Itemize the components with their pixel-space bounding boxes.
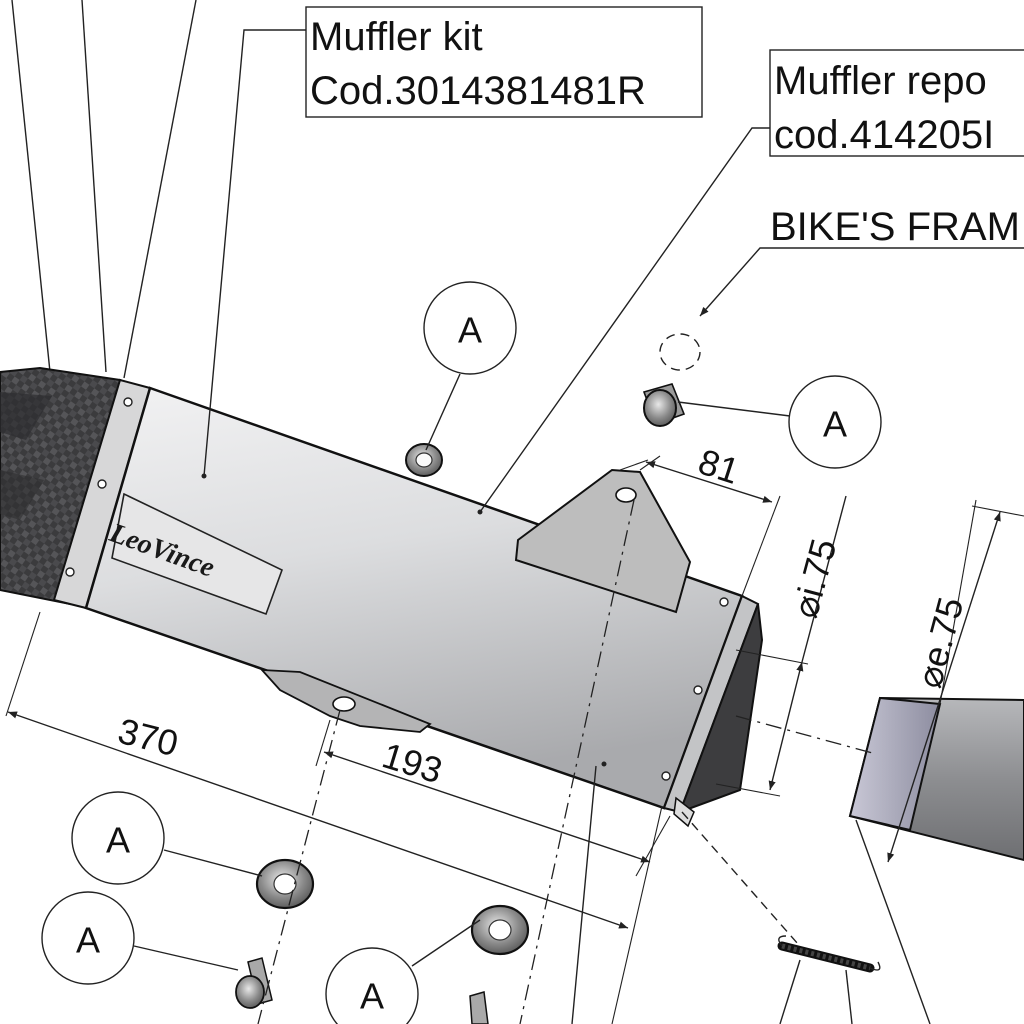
callout-bikes-frame: BIKE'S FRAM <box>699 205 1024 317</box>
dim-193-label: 193 <box>378 734 447 791</box>
bubble-label: A <box>360 976 384 1017</box>
callout-muffler-kit: Muffler kit Cod.3014381481R <box>201 6 703 479</box>
muffler-kit-code: Cod.3014381481R <box>310 69 646 113</box>
muffler-replacement-code: cod.414205I <box>774 113 994 157</box>
leader-lines-bottom <box>571 761 931 1024</box>
spring-hook <box>673 796 695 828</box>
nut-lower-left <box>255 858 315 910</box>
bikes-frame-label: BIKE'S FRAM <box>770 205 1020 249</box>
nut-lower-center <box>470 904 530 956</box>
nut-top-center <box>405 443 443 477</box>
muffler-replacement-title: Muffler repo <box>774 59 987 103</box>
dim-outer-diameter-label: ⌀e.75 <box>908 593 971 692</box>
detail-bubble-left-upper: A <box>71 791 263 885</box>
detail-bubble-left-lower: A <box>41 891 239 985</box>
bolt-lower-left <box>235 957 273 1009</box>
bubble-label: A <box>76 920 100 961</box>
spacer-top-right <box>642 383 686 427</box>
callout-muffler-replacement: Muffler repo cod.414205I <box>477 49 1024 515</box>
frame-hole-placeholder <box>659 333 701 371</box>
bolt-lower-center <box>469 991 489 1024</box>
muffler: LeoVince <box>0 366 764 814</box>
outlet-cap <box>678 603 764 814</box>
detail-bubble-right: A <box>677 375 882 469</box>
muffler-kit-title: Muffler kit <box>310 15 483 59</box>
dim-370-label: 370 <box>114 710 182 764</box>
mounting-bracket-top <box>514 468 692 614</box>
detail-bubble-bottom-center: A <box>325 919 481 1024</box>
bubble-label: A <box>458 310 482 351</box>
logo-plate <box>111 492 283 616</box>
bubble-label: A <box>823 404 847 445</box>
bubble-label: A <box>106 820 130 861</box>
rivets <box>65 397 729 781</box>
dim-inner-diameter-label: ⌀i.75 <box>784 534 844 622</box>
dim-81-label: 81 <box>694 441 745 492</box>
tension-spring <box>777 935 881 973</box>
detail-bubble-top-center: A <box>423 281 517 451</box>
leader-lines-top-left <box>11 0 197 379</box>
inlet-pipe <box>848 696 1024 862</box>
